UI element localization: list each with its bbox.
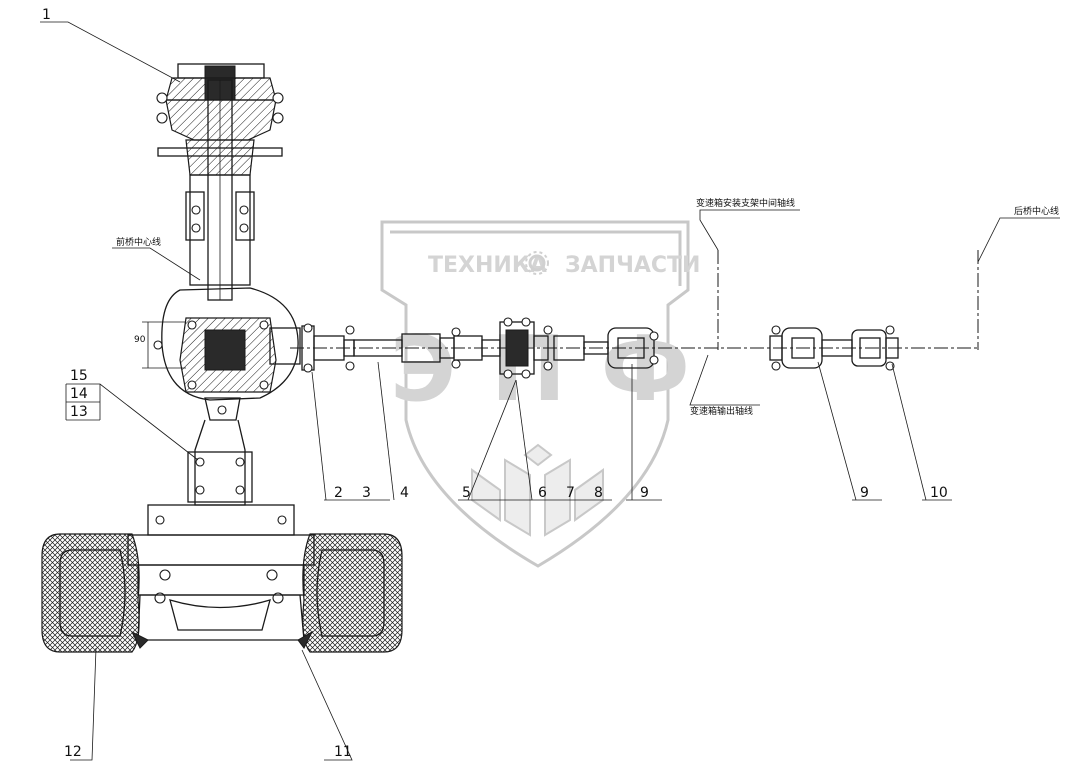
callout-6: 6 bbox=[538, 485, 547, 501]
watermark-text-right: ЗАПЧАСТИ bbox=[565, 253, 700, 278]
callout-12: 12 bbox=[64, 744, 82, 760]
callout-leaders bbox=[40, 21, 952, 761]
callout-14: 14 bbox=[70, 386, 88, 402]
rear-axle-centerline-label: 后桥中心线 bbox=[1014, 205, 1059, 217]
front-axle-centerline-label: 前桥中心线 bbox=[116, 236, 161, 248]
gearbox-mount-centerline-label: 变速箱安装支架中间轴线 bbox=[696, 197, 795, 209]
callout-1: 1 bbox=[42, 7, 51, 23]
watermark: ТЕХНИКА ЗАПЧАСТИ ЭПФ bbox=[380, 220, 700, 568]
watermark-logo: ЭПФ bbox=[390, 317, 690, 422]
callout-10: 10 bbox=[930, 485, 948, 501]
callout-11: 11 bbox=[334, 744, 352, 760]
dimension-90: 90 bbox=[134, 335, 146, 345]
callout-4: 4 bbox=[400, 485, 409, 501]
callout-3: 3 bbox=[362, 485, 371, 501]
gear-icon bbox=[525, 251, 549, 275]
driveshaft bbox=[290, 317, 980, 379]
callout-13: 13 bbox=[70, 404, 88, 420]
callout-2: 2 bbox=[334, 485, 343, 501]
callout-9a: 9 bbox=[640, 485, 649, 501]
gearbox-output-axis-label: 变速箱输出轴线 bbox=[690, 405, 753, 417]
callout-15: 15 bbox=[70, 368, 88, 384]
callout-8: 8 bbox=[594, 485, 603, 501]
callout-5: 5 bbox=[462, 485, 471, 501]
callout-7: 7 bbox=[566, 485, 575, 501]
centerline-guides bbox=[112, 209, 1060, 406]
wheel-assembly bbox=[41, 504, 403, 653]
callout-9b: 9 bbox=[860, 485, 869, 501]
front-axle-assembly: 90 bbox=[134, 63, 301, 506]
